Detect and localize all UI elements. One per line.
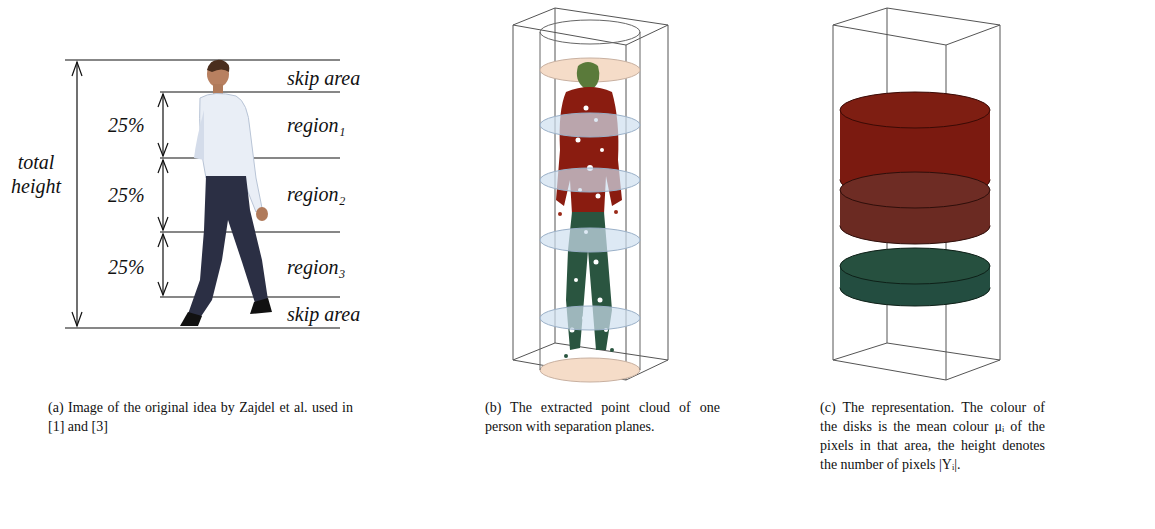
subfigure-caption: (c) The representation. The colour of th… — [820, 398, 1045, 474]
percent-label: 25% — [108, 255, 145, 279]
bounding-box — [513, 8, 668, 380]
cylinder — [540, 20, 640, 382]
region-label: region₂ — [287, 182, 345, 206]
separation-planes — [540, 113, 640, 330]
dimension-label: total height — [4, 150, 68, 198]
percent-label: 25% — [108, 113, 145, 137]
subfigure-caption: (a) Image of the original idea by Zajdel… — [48, 398, 353, 436]
region-label: skip area — [287, 66, 360, 90]
bounding-box — [833, 8, 1000, 380]
region-label: region₁ — [287, 113, 345, 137]
color-disks — [840, 92, 990, 306]
subfigure-caption: (b) The extracted point cloud of one per… — [485, 398, 720, 436]
region-label: skip area — [287, 302, 360, 326]
region-label: region₃ — [287, 255, 345, 279]
percent-label: 25% — [108, 183, 145, 207]
person-photo — [180, 60, 272, 326]
